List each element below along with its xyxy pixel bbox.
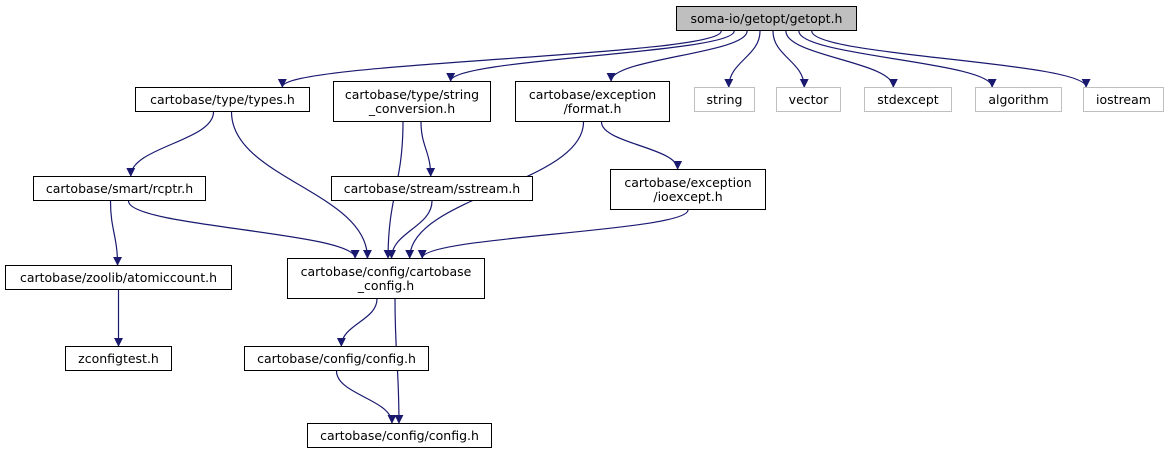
edge-root-to-iostream [811, 30, 1091, 88]
edge-root-to-string_conversion [446, 30, 735, 82]
node-config-a[interactable]: cartobase/config/config.h [244, 346, 429, 371]
edge-config_a-to-config_b [335, 370, 397, 424]
edge-string_conversion-to-sstream [420, 121, 436, 177]
node-label: cartobase/zoolib/atomiccount.h [19, 269, 218, 285]
node-label: string [706, 91, 743, 107]
node-config-b[interactable]: cartobase/config/config.h [307, 423, 492, 448]
node-stdexcept[interactable]: stdexcept [864, 87, 952, 112]
node-label: cartobase/smart/rcptr.h [45, 180, 194, 196]
edge-format-to-ioexcept [600, 121, 683, 170]
edge-root-to-algorithm [798, 30, 997, 88]
edge-rcptr-to-atomiccount [109, 200, 123, 266]
edge-root-to-stdexcept [785, 30, 898, 88]
node-label-line-1: cartobase/type/string [344, 86, 480, 102]
node-label: zconfigtest.h [78, 350, 159, 366]
node-cartobase-config[interactable]: cartobase/config/cartobase _config.h [287, 258, 485, 299]
node-rcptr[interactable]: cartobase/smart/rcptr.h [33, 176, 206, 201]
node-ioexcept[interactable]: cartobase/exception /ioexcept.h [610, 169, 766, 210]
node-algorithm[interactable]: algorithm [975, 87, 1062, 112]
node-types[interactable]: cartobase/type/types.h [135, 87, 310, 112]
node-label: vector [788, 91, 829, 107]
edge-root-to-format [606, 30, 748, 82]
node-label-line-2: _conversion.h [368, 100, 456, 116]
node-string[interactable]: string [694, 87, 755, 112]
edge-sstream-to-cartobase_config [387, 200, 433, 259]
node-label: algorithm [988, 91, 1049, 107]
node-iostream[interactable]: iostream [1083, 87, 1164, 112]
edge-cartobase_config-to-config_a [336, 298, 378, 347]
node-label: soma-io/getopt/getopt.h [690, 10, 843, 26]
node-label-line-1: cartobase/config/cartobase [300, 263, 472, 279]
edge-root-to-types [277, 30, 722, 88]
edge-rcptr-to-cartobase_config [127, 200, 360, 259]
node-label: iostream [1096, 91, 1151, 107]
node-root[interactable]: soma-io/getopt/getopt.h [676, 6, 857, 31]
edge-types-to-rcptr [126, 111, 215, 177]
node-label: cartobase/stream/sstream.h [343, 180, 521, 196]
node-label: cartobase/config/config.h [320, 427, 479, 443]
node-label: cartobase/type/types.h [150, 91, 295, 107]
node-label-line-1: cartobase/exception [528, 86, 657, 102]
node-zconfigtest[interactable]: zconfigtest.h [65, 346, 172, 371]
node-sstream[interactable]: cartobase/stream/sstream.h [331, 176, 533, 201]
node-vector[interactable]: vector [776, 87, 841, 112]
edge-types-to-cartobase_config [230, 111, 372, 259]
edge-root-to-string [724, 30, 761, 88]
node-label-line-2: /format.h [563, 100, 622, 116]
node-label: stdexcept [877, 91, 939, 107]
node-atomiccount[interactable]: cartobase/zoolib/atomiccount.h [5, 265, 232, 290]
edge-ioexcept-to-cartobase_config [417, 209, 689, 259]
edge-root-to-vector [772, 30, 809, 88]
node-format[interactable]: cartobase/exception /format.h [515, 81, 670, 122]
node-label-line-2: /ioexcept.h [653, 188, 723, 204]
node-label-line-1: cartobase/exception [624, 174, 752, 190]
node-string-conversion[interactable]: cartobase/type/string _conversion.h [333, 81, 491, 122]
node-label: cartobase/config/config.h [257, 350, 416, 366]
node-label-line-2: _config.h [357, 277, 415, 293]
